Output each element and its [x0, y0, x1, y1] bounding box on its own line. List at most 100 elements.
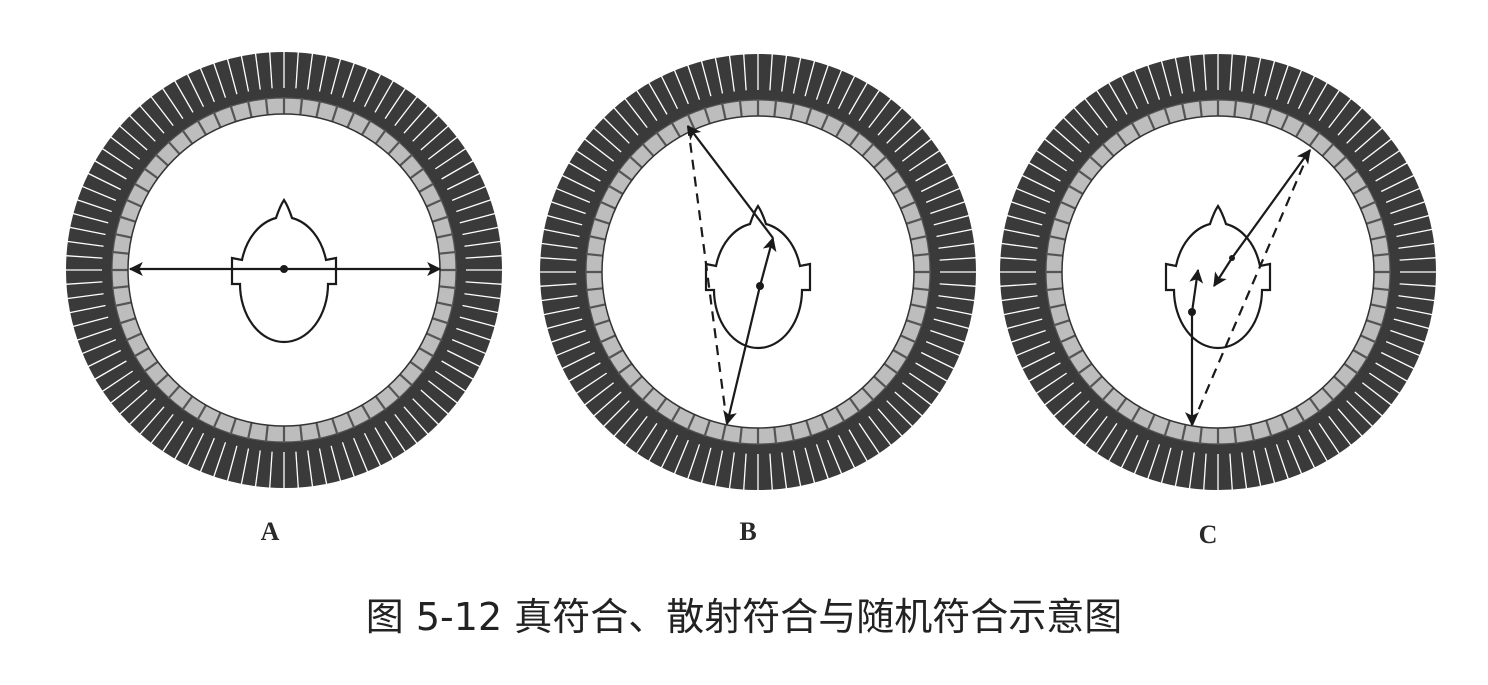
detector-gap	[1133, 69, 1149, 105]
photon-a-path-up	[1189, 268, 1204, 313]
detector-gap	[1160, 447, 1172, 484]
detector-gap	[1354, 391, 1384, 417]
crystal-gap	[417, 182, 435, 194]
detector-gap	[540, 295, 578, 302]
detector-gap	[568, 161, 601, 182]
coincidence-lines-b	[686, 125, 777, 426]
detector-gap	[858, 422, 881, 455]
detector-gap	[915, 362, 948, 383]
detector-gap	[1385, 341, 1421, 357]
detector-gap	[938, 295, 976, 302]
crystal-gap	[1320, 386, 1335, 402]
crystal-gap	[882, 362, 899, 375]
detector-gap	[781, 54, 788, 92]
detector-gap	[848, 82, 869, 115]
crystal-gap	[1048, 303, 1067, 310]
crystal-gap	[738, 426, 743, 445]
crystal-gap	[431, 215, 449, 224]
detector-gap	[1308, 82, 1329, 115]
crystal-gap	[1342, 362, 1359, 375]
detector-gap	[226, 58, 238, 95]
detector-gap	[886, 116, 914, 144]
detector-gap	[139, 104, 165, 134]
crystal-gap	[1233, 99, 1238, 118]
detector-gap	[451, 185, 487, 201]
detector-gap	[1368, 149, 1401, 172]
detector-gap	[1346, 116, 1374, 144]
detector-gap	[1062, 116, 1090, 144]
detector-gap	[330, 58, 342, 95]
detector-gap	[1028, 161, 1061, 182]
detector-gap	[539, 283, 577, 287]
detector-gap	[1146, 64, 1161, 100]
detector-gap	[1133, 439, 1149, 475]
crystal-gap	[599, 200, 617, 210]
detector-gap	[1035, 372, 1068, 395]
crystal-gap	[1163, 419, 1172, 437]
crystal-gap	[1146, 413, 1156, 431]
crystal-gap	[1365, 217, 1383, 226]
detector-gap	[254, 52, 261, 90]
crystal-gap	[804, 419, 813, 437]
crystal-gap	[119, 316, 137, 325]
detector-gap	[341, 62, 356, 98]
crystal-gap	[905, 217, 923, 226]
detector-gap	[412, 114, 440, 142]
crystal-gap	[593, 318, 611, 327]
detector-gap	[624, 97, 648, 129]
detector-gap	[87, 349, 122, 368]
detector-gap	[1006, 214, 1043, 226]
crystal-gap	[905, 318, 923, 327]
detector-gap	[1062, 400, 1090, 428]
crystal-gap	[264, 97, 269, 116]
detector-gap	[714, 450, 724, 487]
crystal-gap	[246, 421, 253, 440]
detector-gap	[1073, 106, 1099, 136]
crystal-border-outer	[111, 97, 457, 443]
annihilation-point	[280, 265, 288, 273]
crystal-gap	[720, 423, 727, 442]
detector-gap	[76, 327, 112, 342]
detector-gap	[1297, 75, 1316, 110]
detector-gap	[394, 95, 418, 127]
crystal-gap	[435, 232, 454, 239]
crystal-gap	[181, 394, 194, 411]
detector-gap	[1393, 318, 1430, 330]
detector-gap	[1107, 429, 1128, 462]
detector-gap	[81, 185, 117, 201]
crystal-gap	[167, 140, 182, 156]
crystal-gap	[1045, 287, 1064, 292]
crystal-gap	[872, 155, 888, 170]
detector-gap	[1287, 69, 1303, 105]
crystal-gap	[899, 334, 917, 344]
detector-gap	[66, 293, 104, 300]
detector-gap	[686, 444, 701, 480]
photon-b-path-up	[1231, 149, 1311, 259]
crystal-gap	[789, 102, 796, 121]
detector-gap	[686, 64, 701, 100]
crystal-gap	[111, 285, 130, 290]
crystal-gap	[1372, 287, 1391, 292]
crystal-gap	[834, 405, 846, 423]
detector-gap	[939, 257, 977, 261]
detector-gap	[743, 53, 747, 91]
detector-gap	[109, 380, 141, 404]
detector-gap	[254, 450, 261, 488]
crystal-gap	[196, 403, 208, 421]
crystal-gap	[398, 153, 414, 168]
detector-gap	[420, 125, 450, 151]
detector-gap	[446, 349, 481, 368]
detector-gap	[1120, 75, 1139, 110]
detector-gap	[543, 306, 580, 316]
crystal-gap	[588, 234, 607, 241]
crystal-gap	[435, 301, 454, 308]
crystal-gap	[330, 105, 339, 123]
detector-gap	[1375, 362, 1408, 383]
crystal-gap	[114, 232, 133, 239]
detector-gap	[540, 242, 578, 249]
detector-gap	[728, 54, 735, 92]
crystal-gap	[417, 346, 435, 358]
detector-gap	[939, 283, 977, 287]
detector-gap	[743, 453, 747, 491]
crystal-gap	[1163, 107, 1172, 125]
